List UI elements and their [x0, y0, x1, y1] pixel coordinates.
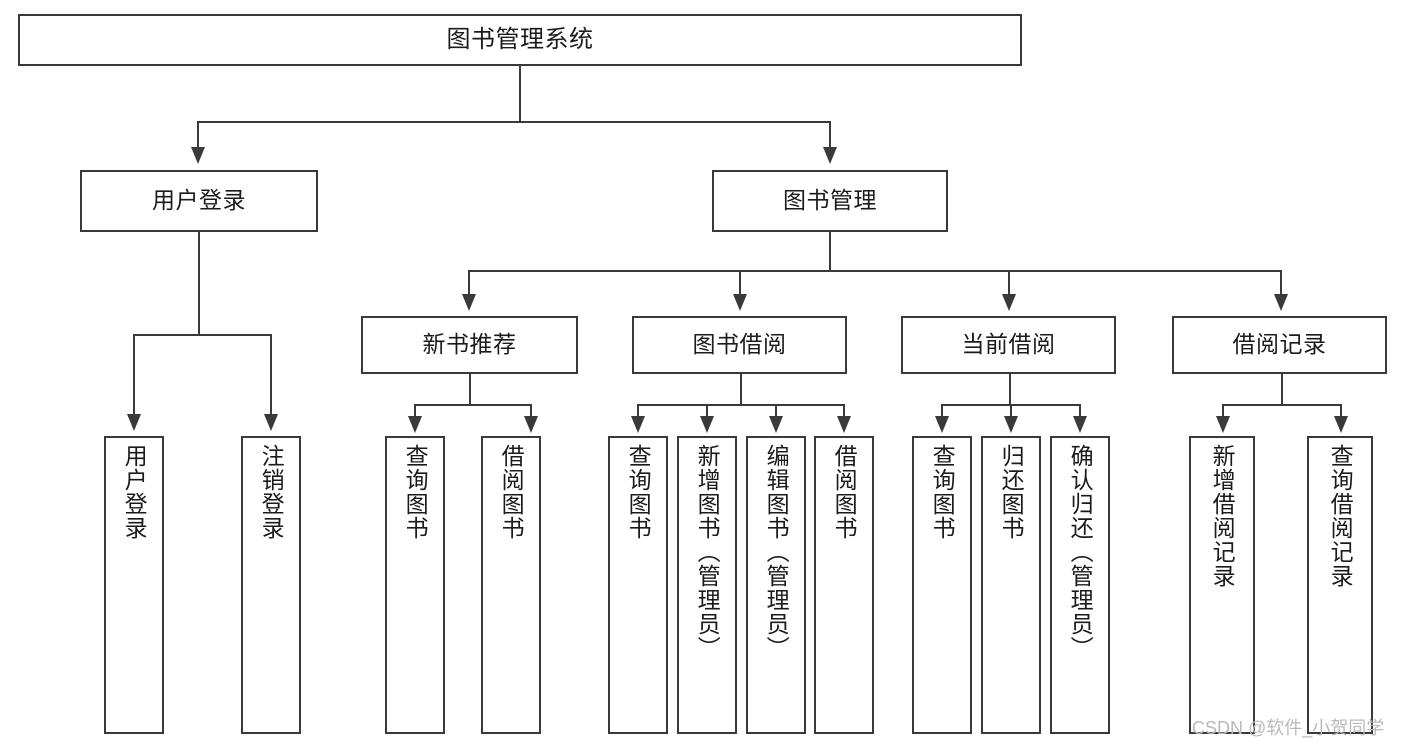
arrow-leaf-borrow-book-2 [837, 416, 851, 433]
arrow-leaf-borrow-book-1 [524, 416, 538, 433]
node-leaf-add-book[interactable]: 新增图书（管理员） [677, 436, 737, 734]
arrow-book-borrow [733, 294, 747, 311]
node-user-login[interactable]: 用户登录 [80, 170, 318, 232]
connector-drop-leaf-confirm-return [1079, 404, 1081, 418]
connector-drop-leaf-borrow-book-1 [530, 404, 532, 418]
node-leaf-query-book-1-label: 查询图书 [402, 444, 429, 540]
connector-user-login-stem [198, 232, 200, 336]
node-leaf-query-book-2[interactable]: 查询图书 [608, 436, 668, 734]
node-root[interactable]: 图书管理系统 [18, 14, 1022, 66]
node-borrow-record[interactable]: 借阅记录 [1172, 316, 1387, 374]
connector-drop-leaf-edit-book [775, 404, 777, 418]
arrow-leaf-edit-book [769, 416, 783, 433]
connector-drop-book-borrow [739, 270, 741, 296]
connector-book-management-stem [829, 232, 831, 272]
connector-new-book-recommend-bus [414, 404, 532, 406]
connector-drop-leaf-query-book-1 [414, 404, 416, 418]
node-leaf-query-book-2-label: 查询图书 [625, 444, 652, 540]
arrow-leaf-return-book [1004, 416, 1018, 433]
node-leaf-query-record-label: 查询借阅记录 [1327, 444, 1354, 588]
connector-drop-leaf-query-book-2 [637, 404, 639, 418]
arrow-leaf-add-record [1216, 416, 1230, 433]
node-leaf-logout-label: 注销登录 [258, 444, 285, 540]
arrow-leaf-query-book-3 [935, 416, 949, 433]
connector-level3-bus [468, 270, 1282, 272]
node-leaf-user-login-label: 用户登录 [121, 444, 148, 540]
node-book-management[interactable]: 图书管理 [712, 170, 948, 232]
node-leaf-query-book-3[interactable]: 查询图书 [912, 436, 972, 734]
connector-book-borrow-stem [740, 374, 742, 406]
connector-drop-user-login [197, 121, 199, 149]
connector-drop-current-borrow [1008, 270, 1010, 296]
arrow-new-book-recommend [462, 294, 476, 311]
node-current-borrow[interactable]: 当前借阅 [901, 316, 1116, 374]
arrow-leaf-add-book [700, 416, 714, 433]
node-leaf-borrow-book-2[interactable]: 借阅图书 [814, 436, 874, 734]
arrow-leaf-logout [264, 414, 278, 431]
node-root-label: 图书管理系统 [446, 25, 594, 53]
node-leaf-add-record[interactable]: 新增借阅记录 [1189, 436, 1255, 734]
arrow-leaf-query-book-2 [631, 416, 645, 433]
node-leaf-query-record[interactable]: 查询借阅记录 [1307, 436, 1373, 734]
node-leaf-add-record-label: 新增借阅记录 [1209, 444, 1236, 588]
connector-drop-leaf-user-login [133, 334, 135, 416]
node-leaf-query-book-3-label: 查询图书 [929, 444, 956, 540]
node-new-book-recommend[interactable]: 新书推荐 [361, 316, 578, 374]
node-book-borrow-label: 图书借阅 [692, 331, 787, 358]
node-leaf-edit-book-label: 编辑图书（管理员） [763, 444, 790, 660]
connector-drop-leaf-query-book-3 [941, 404, 943, 418]
node-leaf-borrow-book-1-label: 借阅图书 [498, 444, 525, 540]
node-leaf-logout[interactable]: 注销登录 [241, 436, 301, 734]
node-leaf-confirm-return-label: 确认归还（管理员） [1067, 444, 1094, 660]
connector-root-stem [519, 66, 521, 122]
node-leaf-return-book-label: 归还图书 [998, 444, 1025, 540]
node-leaf-edit-book[interactable]: 编辑图书（管理员） [746, 436, 806, 734]
node-borrow-record-label: 借阅记录 [1232, 331, 1327, 358]
arrow-user-login [191, 147, 205, 164]
node-current-borrow-label: 当前借阅 [961, 331, 1056, 358]
connector-new-book-recommend-stem [469, 374, 471, 406]
connector-drop-new-book-recommend [468, 270, 470, 296]
connector-drop-leaf-add-book [706, 404, 708, 418]
connector-drop-leaf-logout [270, 334, 272, 416]
arrow-leaf-query-book-1 [408, 416, 422, 433]
arrow-current-borrow [1002, 294, 1016, 311]
node-leaf-confirm-return[interactable]: 确认归还（管理员） [1050, 436, 1110, 734]
connector-user-login-bus [133, 334, 272, 336]
arrow-leaf-confirm-return [1073, 416, 1087, 433]
connector-current-borrow-stem [1009, 374, 1011, 406]
connector-drop-book-management [829, 121, 831, 149]
node-user-login-label: 用户登录 [152, 187, 246, 214]
node-new-book-recommend-label: 新书推荐 [422, 331, 517, 358]
arrow-leaf-user-login [127, 414, 141, 431]
node-book-management-label: 图书管理 [783, 187, 877, 214]
node-leaf-return-book[interactable]: 归还图书 [981, 436, 1041, 734]
watermark-text: CSDN @软件_小贺同学 [1192, 718, 1385, 738]
connector-drop-leaf-return-book [1010, 404, 1012, 418]
arrow-leaf-query-record [1334, 416, 1348, 433]
connector-borrow-record-stem [1281, 374, 1283, 406]
node-leaf-query-book-1[interactable]: 查询图书 [385, 436, 445, 734]
node-leaf-borrow-book-2-label: 借阅图书 [831, 444, 858, 540]
node-leaf-borrow-book-1[interactable]: 借阅图书 [481, 436, 541, 734]
connector-level2-bus [197, 121, 831, 123]
node-leaf-user-login[interactable]: 用户登录 [104, 436, 164, 734]
node-book-borrow[interactable]: 图书借阅 [632, 316, 847, 374]
node-leaf-add-book-label: 新增图书（管理员） [694, 444, 721, 660]
connector-drop-leaf-add-record [1222, 404, 1224, 418]
arrow-book-management [823, 147, 837, 164]
connector-book-borrow-bus [637, 404, 845, 406]
connector-borrow-record-bus [1222, 404, 1342, 406]
connector-drop-borrow-record [1280, 270, 1282, 296]
connector-drop-leaf-query-record [1340, 404, 1342, 418]
arrow-borrow-record [1274, 294, 1288, 311]
connector-drop-leaf-borrow-book-2 [843, 404, 845, 418]
